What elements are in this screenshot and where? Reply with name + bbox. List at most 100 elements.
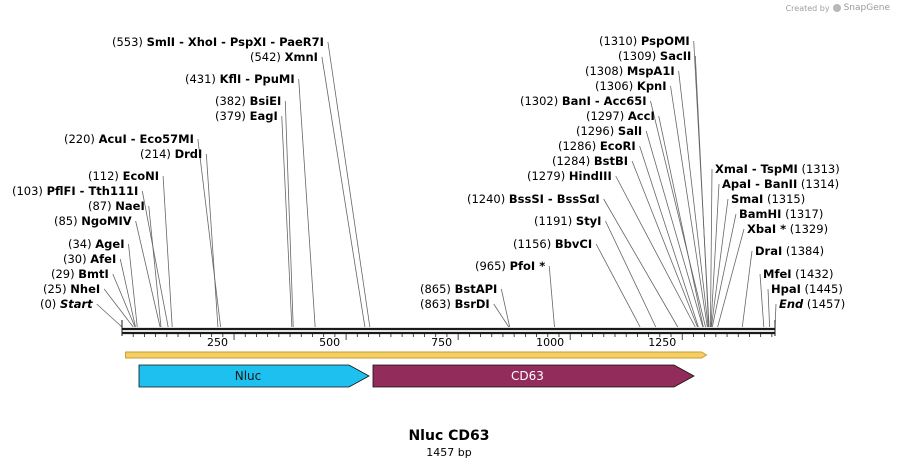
snapgene-logo-icon bbox=[832, 4, 841, 12]
site-position: (1457) bbox=[803, 297, 845, 311]
site-position: (1314) bbox=[797, 177, 839, 191]
site-enzyme-names: SmlI - XhoI - PspXI - PaeR7I bbox=[147, 35, 324, 49]
site-leader-line bbox=[678, 70, 709, 328]
site-leader-line bbox=[205, 153, 219, 328]
site-position: (30) bbox=[63, 252, 90, 266]
site-leader-line bbox=[119, 258, 136, 328]
site-position: (1445) bbox=[801, 282, 843, 296]
site-leader-line bbox=[605, 220, 657, 328]
site-position: (1296) bbox=[576, 124, 618, 138]
svg-text:End (1457): End (1457) bbox=[779, 297, 845, 311]
site-enzyme-names: EagI bbox=[250, 109, 278, 123]
site-position: (1308) bbox=[585, 64, 627, 78]
svg-text:(1297) AccI: (1297) AccI bbox=[586, 109, 655, 123]
site-label-hpai: HpaI (1445) bbox=[771, 282, 843, 296]
site-enzyme-names: NgoMIV bbox=[81, 214, 131, 228]
site-enzyme-names: BstBI bbox=[594, 154, 628, 168]
site-label-xbai: XbaI * (1329) bbox=[747, 222, 828, 236]
site-position: (214) bbox=[140, 147, 175, 161]
site-enzyme-names: End bbox=[779, 297, 804, 311]
site-enzyme-names: StyI bbox=[576, 214, 602, 228]
site-enzyme-names: HpaI bbox=[771, 282, 801, 296]
snapgene-watermark: Created by SnapGene bbox=[786, 3, 890, 13]
site-label-acci: (1297) AccI bbox=[586, 109, 655, 123]
site-position: (865) bbox=[420, 282, 455, 296]
svg-text:(1279) HindIII: (1279) HindIII bbox=[527, 169, 612, 183]
site-leader-line bbox=[148, 205, 162, 328]
site-label-bbvci: (1156) BbvCI bbox=[513, 237, 592, 251]
site-leader-line bbox=[645, 130, 704, 328]
site-label-drdi: (214) DrdI bbox=[140, 147, 202, 161]
feature-arrow-cd63 bbox=[372, 364, 695, 388]
site-label-kpni: (1306) KpnI bbox=[595, 79, 667, 93]
svg-text:(553) SmlI - XhoI - PspXI: (553) SmlI - XhoI - PspXI - PaeR7I bbox=[112, 35, 324, 49]
watermark-prefix: Created by bbox=[785, 3, 830, 13]
site-leader-line bbox=[767, 288, 771, 328]
site-position: (1191) bbox=[534, 214, 576, 228]
svg-text:XbaI * (1329): XbaI * (1329) bbox=[747, 222, 828, 236]
site-enzyme-names: AfeI bbox=[90, 252, 116, 266]
feature-label-nluc: Nluc bbox=[235, 369, 262, 383]
site-position: (1286) bbox=[558, 139, 600, 153]
svg-text:(1284) BstBI: (1284) BstBI bbox=[552, 154, 628, 168]
site-position: (1284) bbox=[552, 154, 594, 168]
ruler-tick-label: 1000 bbox=[536, 336, 564, 349]
site-enzyme-names: AccI bbox=[628, 109, 655, 123]
site-position: (1302) bbox=[520, 94, 562, 108]
site-label-sacii: (1309) SacII bbox=[618, 49, 691, 63]
site-leader-line bbox=[710, 198, 729, 328]
site-enzyme-names: Start bbox=[60, 297, 93, 311]
svg-text:(29) BmtI: (29) BmtI bbox=[51, 267, 109, 281]
orf-bar bbox=[125, 351, 708, 359]
site-position: (1156) bbox=[513, 237, 555, 251]
svg-text:(112) EcoNI: (112) EcoNI bbox=[88, 169, 159, 183]
svg-text:(1286) EcoRI: (1286) EcoRI bbox=[558, 139, 636, 153]
ruler-tick-label: 500 bbox=[319, 336, 340, 349]
site-enzyme-names: AgeI bbox=[95, 237, 124, 251]
site-enzyme-names: BssSI - BssSαI bbox=[509, 192, 600, 206]
site-label-eagi: (379) EagI bbox=[215, 109, 278, 123]
site-position: (112) bbox=[88, 169, 123, 183]
site-label-start: (0) Start bbox=[40, 297, 93, 311]
site-leader-line bbox=[141, 190, 169, 328]
svg-text:ApaI - BanII (1314): ApaI - BanII (1314) bbox=[722, 177, 839, 191]
site-enzyme-names: DraI bbox=[755, 244, 782, 258]
svg-text:(379) EagI: (379) EagI bbox=[215, 109, 278, 123]
site-label-bstapi: (865) BstAPI bbox=[420, 282, 497, 296]
svg-text:DraI (1384): DraI (1384) bbox=[755, 244, 824, 258]
site-enzyme-names: BmtI bbox=[78, 267, 109, 281]
site-leader-line bbox=[603, 198, 679, 328]
svg-text:(1296) SalI: (1296) SalI bbox=[576, 124, 642, 138]
svg-text:(1308) MspA1I: (1308) MspA1I bbox=[585, 64, 675, 78]
site-position: (1317) bbox=[781, 207, 823, 221]
site-label-pfoi: (965) PfoI * bbox=[475, 259, 545, 273]
site-leader-line bbox=[103, 288, 134, 328]
site-enzyme-names: XmaI - TspMI bbox=[715, 162, 798, 176]
site-label-bsiei: (382) BsiEI bbox=[215, 94, 281, 108]
site-leader-line bbox=[710, 183, 720, 328]
site-label-ecori: (1286) EcoRI bbox=[558, 139, 636, 153]
svg-text:(0) Start: (0) Start bbox=[40, 297, 93, 311]
svg-text:(863) BsrDI: (863) BsrDI bbox=[420, 297, 490, 311]
map-length: 1457 bp bbox=[426, 446, 472, 459]
svg-text:(1191) StyI: (1191) StyI bbox=[534, 214, 601, 228]
svg-text:SmaI (1315): SmaI (1315) bbox=[731, 192, 805, 206]
site-position: (1297) bbox=[586, 109, 628, 123]
site-position: (965) bbox=[475, 259, 510, 273]
site-leader-line bbox=[162, 175, 173, 328]
site-label-kfli: (431) KflI - PpuMI bbox=[185, 72, 295, 86]
svg-text:(1310) PspOMI: (1310) PspOMI bbox=[599, 34, 690, 48]
site-label-naei: (87) NaeI bbox=[88, 199, 145, 213]
site-position: (103) bbox=[12, 184, 47, 198]
site-label-bsssi: (1240) BssSI - BssSαI bbox=[467, 192, 600, 206]
site-leader-line bbox=[128, 243, 138, 328]
site-position: (85) bbox=[54, 214, 81, 228]
site-enzyme-names: BanI - Acc65I bbox=[562, 94, 647, 108]
feature-label-cd63: CD63 bbox=[511, 369, 544, 383]
site-label-smli: (553) SmlI - XhoI - PspXI - PaeR7I bbox=[112, 35, 324, 49]
site-leader-line bbox=[717, 228, 745, 328]
site-enzyme-names: EcoNI bbox=[123, 169, 159, 183]
site-leader-line bbox=[693, 40, 710, 328]
site-label-agei: (34) AgeI bbox=[68, 237, 124, 251]
site-leader-line bbox=[595, 243, 641, 328]
